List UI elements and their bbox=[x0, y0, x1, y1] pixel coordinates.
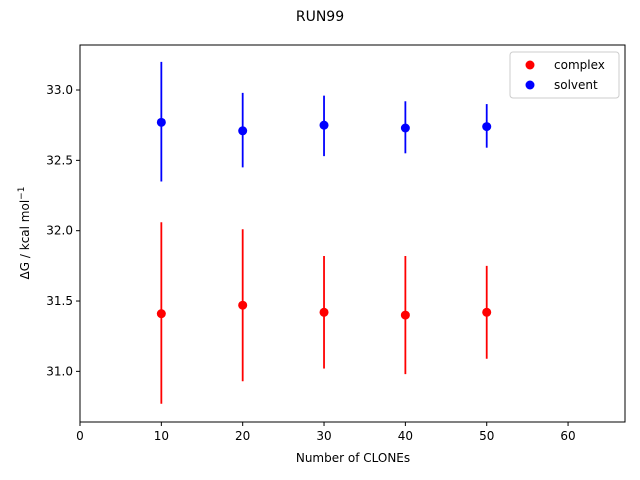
data-point-complex-0 bbox=[156, 309, 166, 319]
x-tick-label-3: 30 bbox=[316, 429, 331, 443]
legend-marker-solvent bbox=[525, 80, 535, 90]
y-axis-label-sup: −1 bbox=[17, 187, 27, 200]
x-axis-label: Number of CLONEs bbox=[296, 451, 410, 465]
y-axis-label: ΔG / kcal mol−1 bbox=[17, 187, 32, 280]
legend-label-complex: complex bbox=[554, 58, 605, 72]
x-tick-label-6: 60 bbox=[560, 429, 575, 443]
legend-label-solvent: solvent bbox=[554, 78, 598, 92]
data-point-solvent-3 bbox=[400, 123, 410, 133]
data-point-complex-1 bbox=[238, 300, 248, 310]
data-point-complex-3 bbox=[400, 310, 410, 320]
data-point-solvent-4 bbox=[482, 122, 492, 132]
legend-box bbox=[509, 51, 620, 99]
y-tick-label-4: 33.0 bbox=[46, 83, 73, 97]
y-axis-label-main: ΔG / kcal mol bbox=[18, 200, 32, 280]
x-tick-label-0: 0 bbox=[76, 429, 84, 443]
data-point-complex-2 bbox=[319, 307, 329, 317]
y-tick-label-0: 31.0 bbox=[46, 364, 73, 378]
x-tick-label-1: 10 bbox=[154, 429, 169, 443]
data-point-complex-4 bbox=[482, 307, 492, 317]
legend: complex solvent bbox=[509, 51, 620, 99]
y-tick-label-3: 32.5 bbox=[46, 153, 73, 167]
plot-frame bbox=[79, 44, 626, 423]
data-point-solvent-0 bbox=[156, 117, 166, 127]
x-tick-label-2: 20 bbox=[235, 429, 250, 443]
chart-title: RUN99 bbox=[296, 9, 344, 25]
x-tick-label-5: 50 bbox=[479, 429, 494, 443]
legend-marker-complex bbox=[525, 60, 535, 70]
y-tick-label-2: 32.0 bbox=[46, 224, 73, 238]
data-point-solvent-1 bbox=[238, 126, 248, 136]
y-tick-label-1: 31.5 bbox=[46, 294, 73, 308]
x-tick-label-4: 40 bbox=[398, 429, 413, 443]
data-point-solvent-2 bbox=[319, 120, 329, 130]
